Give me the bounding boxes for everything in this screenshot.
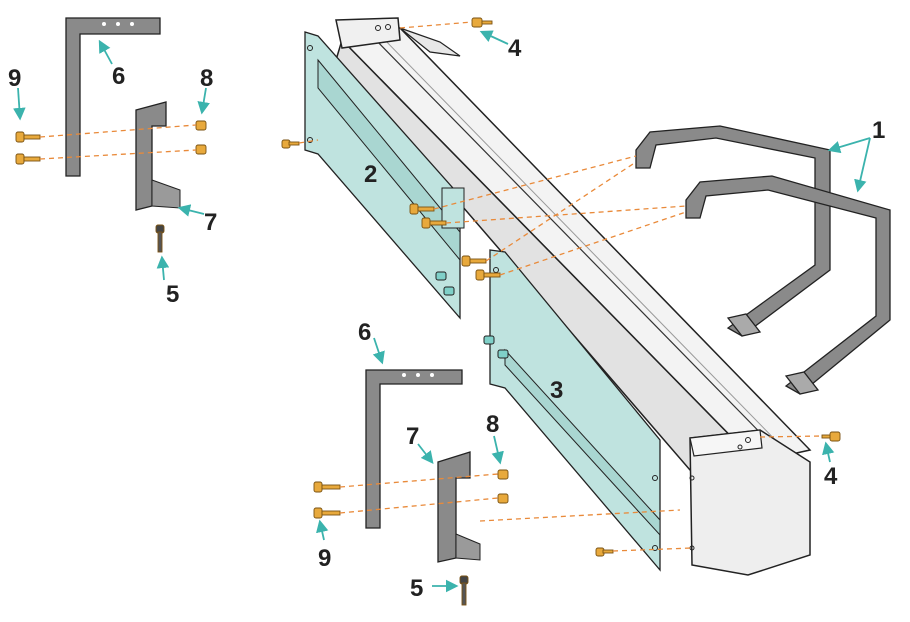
callout-6-lower: 6 [358,319,371,346]
wall-bracket-lower [365,369,463,529]
teal-connectors [435,271,509,359]
callout-9-upper: 9 [8,65,21,92]
callout-7-lower: 7 [406,423,419,450]
bolts [15,17,841,606]
callout-2: 2 [364,161,377,188]
callout-5-upper: 5 [166,281,179,308]
callout-6-upper: 6 [112,63,125,90]
callout-9-lower: 9 [318,545,331,572]
mounting-panel-3 [489,249,661,572]
handle-bracket-lower [685,175,891,395]
callout-5-lower: 5 [410,575,423,602]
clip-bracket-upper [135,101,181,211]
end-cap-right [689,429,811,576]
callout-8-lower: 8 [486,411,499,438]
alignment-guides [39,21,823,552]
wall-bracket-upper [65,17,161,177]
handle-bracket-upper [635,125,831,337]
callout-3: 3 [550,377,563,404]
callout-7-upper: 7 [204,209,217,236]
screen-housing [335,17,812,471]
clip-bracket-lower [437,451,481,563]
callout-arrows [13,30,871,593]
callout-8-upper: 8 [200,65,213,92]
callout-4-top: 4 [508,35,522,62]
callout-4-right: 4 [824,463,838,490]
callout-1: 1 [872,117,885,144]
